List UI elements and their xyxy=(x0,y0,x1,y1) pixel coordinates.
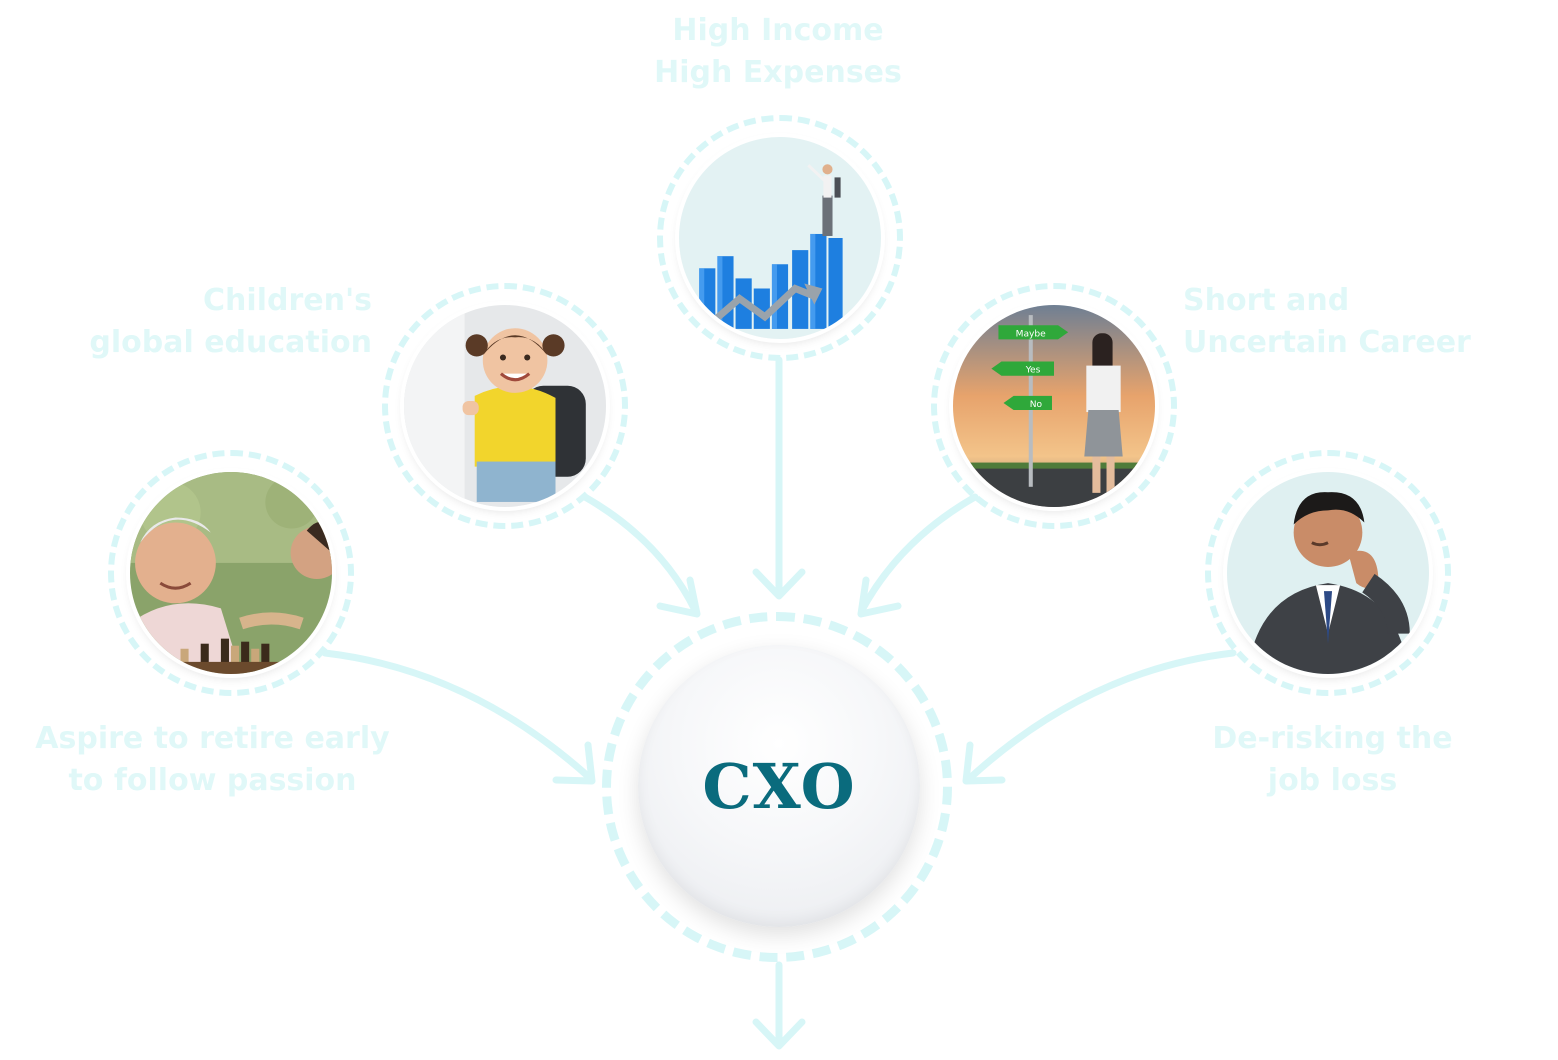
node-retire xyxy=(108,450,354,696)
businessman-on-growth-chart-icon xyxy=(679,137,881,339)
label-job-loss: De-risking the job loss xyxy=(1212,721,1453,798)
signpost-no: No xyxy=(1030,400,1043,410)
connector-education xyxy=(581,493,699,614)
dashed-ring xyxy=(931,283,1177,529)
hub-cxo: CXO xyxy=(602,612,952,962)
signpost-yes: Yes xyxy=(1025,366,1041,376)
connector-retire xyxy=(321,649,594,782)
connector-job-loss xyxy=(966,649,1237,782)
dashed-ring xyxy=(108,450,354,696)
schoolgirl-with-backpack-icon xyxy=(404,305,606,507)
arrowhead-retire xyxy=(552,741,596,785)
woman-at-signpost-icon: Maybe Yes No xyxy=(953,305,1155,507)
label-education: Children's global education xyxy=(89,283,372,360)
arrowhead-bottom xyxy=(752,1018,806,1050)
label-retire: Aspire to retire early to follow passion xyxy=(35,721,390,798)
dashed-ring xyxy=(657,115,903,361)
node-education xyxy=(382,283,628,529)
node-career: Maybe Yes No xyxy=(931,283,1177,529)
hub-title: CXO xyxy=(702,749,856,823)
dashed-ring xyxy=(602,612,952,962)
arrowhead-job-loss xyxy=(962,741,1006,785)
arrowhead-career xyxy=(857,576,902,618)
arrowhead-high-income xyxy=(752,568,806,600)
dashed-ring xyxy=(382,283,628,529)
signpost-maybe: Maybe xyxy=(1016,329,1047,339)
node-high-income xyxy=(657,115,903,361)
arrowhead-education xyxy=(656,576,701,618)
hub-core: CXO xyxy=(638,645,920,927)
label-career: Short and Uncertain Career xyxy=(1183,283,1471,360)
connector-career xyxy=(858,493,979,614)
node-job-loss xyxy=(1205,450,1451,696)
label-high-income: High Income High Expenses xyxy=(654,13,902,90)
stressed-businessman-icon xyxy=(1227,472,1429,674)
dashed-ring xyxy=(1205,450,1451,696)
elderly-man-playing-chess-icon xyxy=(130,472,332,674)
